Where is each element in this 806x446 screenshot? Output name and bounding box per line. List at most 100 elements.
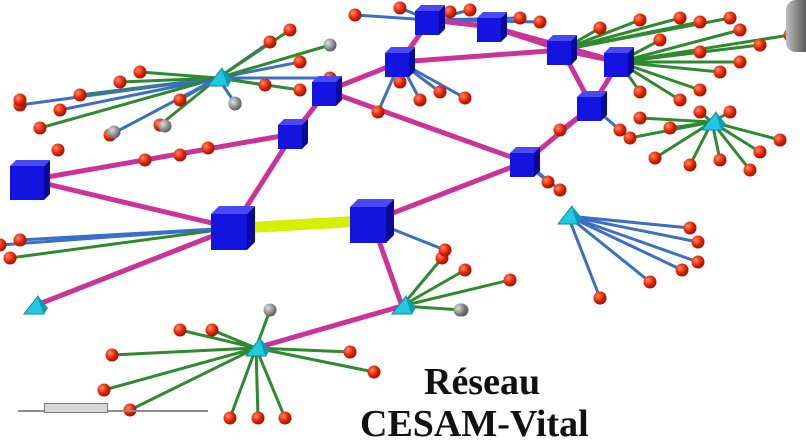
- leaf-sphere-icon: [773, 133, 787, 147]
- leaf-sphere-icon: [283, 23, 297, 37]
- leaf-sphere-icon: [51, 143, 65, 157]
- network-diagram: [0, 1, 797, 425]
- leaf-link: [178, 328, 258, 350]
- leaf-sphere-icon: [593, 291, 607, 305]
- leaf-link: [254, 346, 376, 374]
- leaf-sphere-icon: [107, 125, 121, 139]
- leaf-link: [400, 278, 512, 308]
- leaf-sphere-icon: [263, 303, 277, 317]
- router-cube-icon: [350, 199, 394, 243]
- leaf-link: [128, 346, 258, 412]
- leaf-link: [216, 43, 332, 80]
- leaf-sphere-icon: [693, 15, 707, 29]
- leaf-link: [110, 346, 258, 357]
- timeline-handle[interactable]: [44, 403, 108, 413]
- leaf-sphere-icon: [258, 78, 272, 92]
- leaf-sphere-icon: [541, 175, 555, 189]
- backbone-link: [27, 177, 236, 231]
- leaf-sphere-icon: [138, 153, 152, 167]
- router-cube-icon: [415, 5, 445, 35]
- hub-pyramid-side: [260, 338, 270, 356]
- leaf-sphere-icon: [113, 75, 127, 89]
- leaf-sphere-icon: [393, 1, 407, 15]
- router-cube-icon: [577, 91, 607, 121]
- leaf-sphere-icon: [323, 38, 337, 52]
- leaf-sphere-icon: [463, 3, 477, 17]
- leaf-sphere-icon: [723, 11, 737, 25]
- leaf-link: [254, 346, 287, 420]
- router-cube-icon: [278, 119, 308, 149]
- leaf-sphere-icon: [693, 45, 707, 59]
- leaf-link: [638, 116, 714, 124]
- leaf-sphere-icon: [753, 38, 767, 52]
- leaf-sphere-icon: [393, 75, 407, 89]
- leaf-sphere-icon: [673, 93, 687, 107]
- leaf-link: [18, 76, 220, 107]
- leaf-sphere-icon: [633, 85, 647, 99]
- core-highlight-link: [235, 215, 370, 234]
- leaf-sphere-icon: [633, 13, 647, 27]
- leaf-link: [617, 60, 722, 74]
- leaf-link: [138, 70, 220, 80]
- leaf-sphere-icon: [293, 83, 307, 97]
- leaf-link: [566, 214, 700, 264]
- backbone-link: [253, 303, 405, 351]
- leaf-sphere-icon: [293, 55, 307, 69]
- leaf-sphere-icon: [693, 83, 707, 97]
- leaf-sphere-icon: [503, 273, 517, 287]
- leaf-link: [617, 28, 742, 64]
- leaf-sphere-icon: [713, 153, 727, 167]
- hub-nodes: [22, 66, 726, 357]
- leaf-sphere-icon: [663, 121, 677, 135]
- leaf-sphere-icon: [675, 263, 689, 277]
- leaf-sphere-icon: [173, 93, 187, 107]
- leaf-sphere-icon: [173, 148, 187, 162]
- leaf-sphere-icon: [613, 123, 627, 137]
- leaf-sphere-icon: [453, 303, 467, 317]
- hub-pyramid-side: [716, 112, 726, 130]
- leaf-link: [38, 76, 220, 130]
- leaf-sphere-icon: [13, 233, 27, 247]
- leaf-sphere-icon: [158, 119, 172, 133]
- leaf-link: [566, 214, 652, 284]
- leaf-sphere-icon: [723, 105, 737, 119]
- leaf-link: [566, 214, 602, 300]
- leaf-link: [102, 346, 258, 392]
- leaf-sphere-icon: [458, 263, 472, 277]
- leaf-sphere-icon: [713, 65, 727, 79]
- leaf-sphere-icon: [513, 11, 527, 25]
- leaf-sphere-icon: [251, 411, 265, 425]
- hub-pyramid-side: [222, 68, 232, 86]
- timeline-scrubber[interactable]: [18, 402, 208, 414]
- leaf-link: [254, 346, 352, 354]
- leaf-sphere-icon: [533, 15, 547, 29]
- leaf-link: [400, 256, 444, 308]
- leaf-sphere-icon: [593, 21, 607, 35]
- router-cube-icon: [604, 47, 634, 77]
- leaf-sphere-icon: [648, 151, 662, 165]
- hub-pyramid-side: [406, 296, 416, 314]
- caption-subtitle: CESAM-Vital: [360, 403, 589, 445]
- router-cube-icon: [477, 12, 507, 42]
- leaf-sphere-icon: [278, 411, 292, 425]
- leaf-sphere-icon: [653, 33, 667, 47]
- leaf-sphere-icon: [633, 111, 647, 125]
- corner-photo-thumbnail: [786, 0, 806, 52]
- leaf-link: [653, 120, 714, 160]
- router-nodes: [10, 5, 634, 250]
- leaf-link: [566, 214, 684, 272]
- leaf-sphere-icon: [223, 411, 237, 425]
- leaf-sphere-icon: [263, 35, 277, 49]
- backbone-link: [397, 47, 565, 65]
- router-cube-icon: [510, 147, 540, 177]
- leaf-sphere-icon: [97, 383, 111, 397]
- router-cube-icon: [10, 160, 50, 200]
- leaf-sphere-icon: [733, 23, 747, 37]
- leaf-link: [118, 76, 220, 84]
- leaf-sphere-icon: [371, 105, 385, 119]
- leaf-sphere-icon: [691, 235, 705, 249]
- hub-pyramid-side: [572, 206, 582, 224]
- leaf-sphere-icon: [73, 88, 87, 102]
- leaf-sphere-icon: [673, 11, 687, 25]
- leaf-link: [668, 120, 714, 130]
